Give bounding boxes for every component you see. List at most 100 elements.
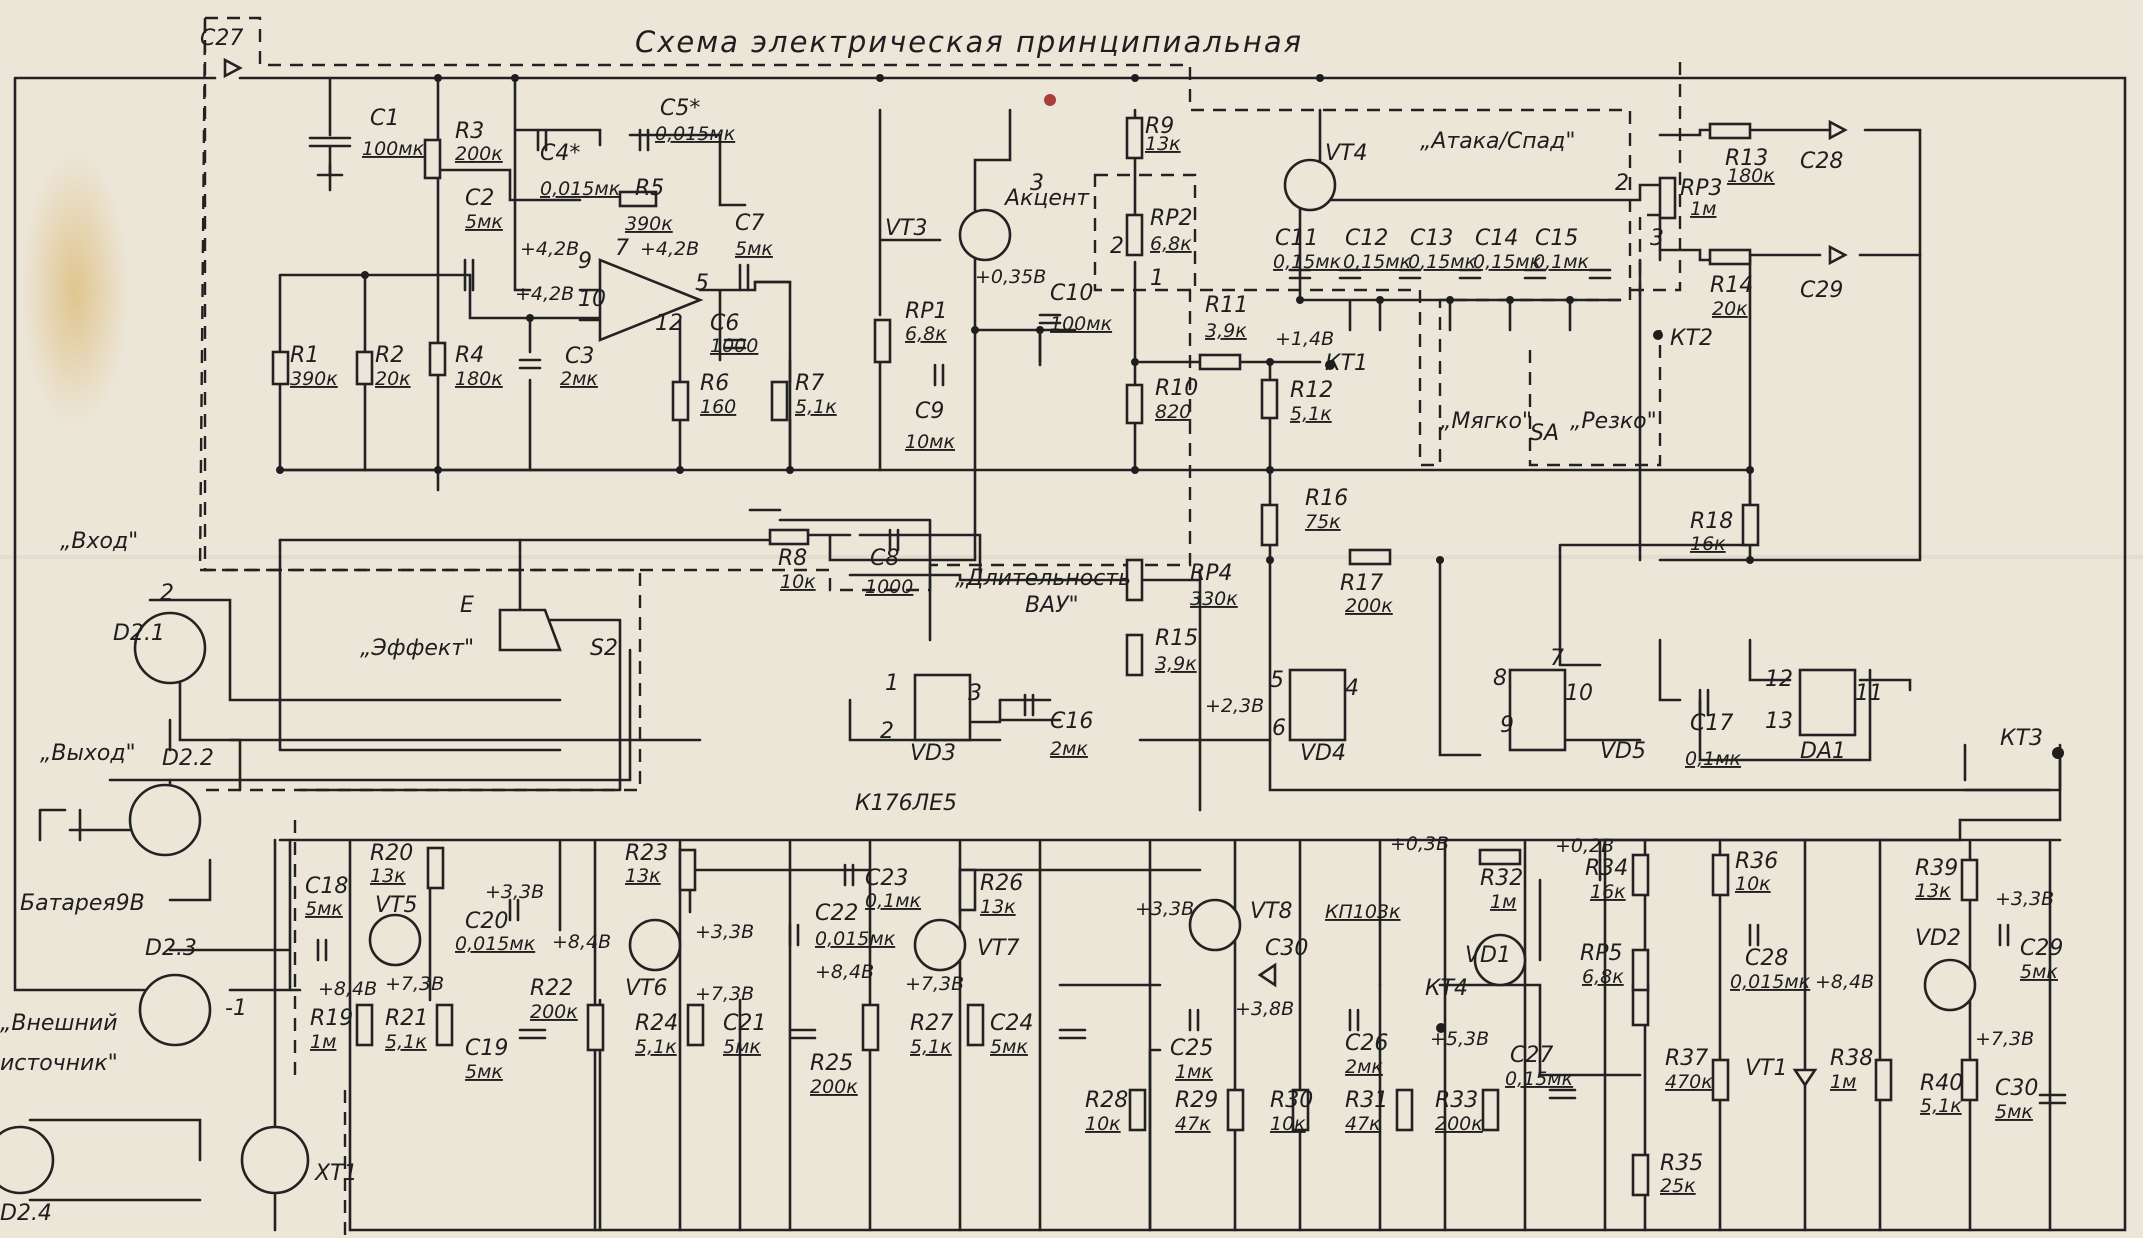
- vt1-body: [958, 208, 1012, 262]
- cid-r22: R22: [530, 976, 573, 1001]
- cid-c8: C8: [870, 546, 899, 571]
- cid-r2: R2: [375, 343, 404, 368]
- val-r33: 200к: [1435, 1113, 1483, 1135]
- val-vt6: КП103к: [1325, 901, 1401, 923]
- label-kt4: КТ4: [1425, 976, 1468, 1001]
- v-4-2a: +4,2В: [520, 238, 579, 260]
- v-3-8: +3,8В: [1235, 998, 1294, 1020]
- cid-c25: C25: [1170, 1036, 1213, 1061]
- v-8-4d: +8,4В: [1815, 971, 1874, 993]
- cid-xt2: D2.2: [162, 746, 214, 771]
- cid-d23: VD5: [1600, 739, 1646, 764]
- val-c18: 5мк: [305, 898, 343, 920]
- val-r30: 10к: [1270, 1113, 1306, 1135]
- cid-rp2: RP2: [1150, 206, 1193, 231]
- val-c7: 5мк: [735, 238, 773, 260]
- d23-body: [1508, 668, 1567, 752]
- ink-dot: [1044, 94, 1056, 106]
- cid-d22: VD4: [1300, 741, 1346, 766]
- cid-r40: R40: [1920, 1071, 1963, 1096]
- cid-c19: C19: [465, 1036, 508, 1061]
- cid-rp4: RP4: [1190, 561, 1233, 586]
- cid-r4: R4: [455, 343, 484, 368]
- val-r29: 47к: [1175, 1113, 1211, 1135]
- pin-numbers: 7 12 5 9 10 2 1 2 3 1 2 3 5 6 4 8 7 9 10…: [160, 171, 1883, 1021]
- paper-stain: [20, 150, 130, 430]
- cid-d24: DA1: [1800, 739, 1846, 764]
- vd5-body: [1792, 1068, 1818, 1088]
- val-c9: 10мк: [905, 431, 956, 453]
- val-c12: 0,15мк: [1343, 251, 1412, 273]
- cid-r11: R11: [1205, 293, 1248, 318]
- val-c20: 0,015мк: [455, 933, 536, 955]
- vt4-body: [628, 918, 682, 972]
- label-dlit2: ВАУ": [1025, 593, 1079, 618]
- resistor-bodies: [271, 116, 1979, 1197]
- cid-c10: C10: [1050, 281, 1093, 306]
- val-c5: 0,015мк: [655, 123, 736, 145]
- cid-c2: C2: [465, 186, 494, 211]
- text-labels: Схема электрическая принципиальная „Атак…: [0, 25, 2043, 1076]
- vt3-body: [368, 913, 422, 967]
- cid-c4: C4*: [540, 141, 580, 166]
- cid-xt5: XT1: [314, 1161, 358, 1186]
- val-r31: 47к: [1345, 1113, 1381, 1135]
- pin-9: 9: [578, 249, 592, 274]
- connectors: [0, 330, 2064, 1195]
- val-r26: 13к: [980, 896, 1016, 918]
- val-r1: 390к: [290, 368, 338, 390]
- cid-r37: R37: [1665, 1046, 1708, 1071]
- val-c3: 2мк: [560, 368, 598, 390]
- val-r3: 200к: [455, 143, 503, 165]
- cid-vd1: C27: [200, 26, 243, 51]
- outline-rp3-block: [1630, 62, 1682, 292]
- op-amp-da1: [598, 258, 704, 342]
- vt5-body: [913, 918, 967, 972]
- cid-r9: R9: [1145, 114, 1174, 139]
- cid-c1: C1: [370, 106, 399, 131]
- cid-r5: R5: [635, 176, 664, 201]
- pin-d23-10: 10: [1565, 681, 1593, 706]
- cid-vt2: VT4: [1325, 141, 1368, 166]
- val-r25: 200к: [810, 1076, 858, 1098]
- val-rp1: 6,8к: [905, 323, 947, 345]
- cid-r16: R16: [1305, 486, 1348, 511]
- val-r37: 470к: [1665, 1071, 1713, 1093]
- outline-rp2: [1093, 173, 1197, 292]
- cid-r17: R17: [1340, 571, 1383, 596]
- cid-vd5: VT1: [1745, 1056, 1788, 1081]
- cid-r21: R21: [385, 1006, 428, 1031]
- cid-rp5: RP5: [1580, 941, 1623, 966]
- val-c25: 1мк: [1175, 1061, 1213, 1083]
- val-r12: 5,1к: [1290, 403, 1332, 425]
- val-c24: 5мк: [990, 1036, 1028, 1058]
- junctions: [276, 74, 1754, 564]
- cid-xt1: D2.1: [113, 621, 165, 646]
- d22-body: [1288, 668, 1347, 742]
- cid-c15: C15: [1535, 226, 1578, 251]
- cid-vt7: VD1: [1465, 943, 1511, 968]
- label-vyhod: „Выход": [40, 741, 136, 766]
- val-r4: 180к: [455, 368, 503, 390]
- outline-left: [200, 18, 642, 792]
- cid-d21: VD3: [910, 741, 956, 766]
- cid-c29: C29: [2020, 936, 2063, 961]
- val-r27: 5,1к: [910, 1036, 952, 1058]
- cid-c18: C18: [305, 874, 348, 899]
- v-7-3c: +7,3В: [905, 973, 964, 995]
- cid-r27: R27: [910, 1011, 953, 1036]
- val-r10: 820: [1155, 401, 1191, 423]
- val-c26: 2мк: [1345, 1056, 1383, 1078]
- val-c27: 0,15мк: [1505, 1068, 1574, 1090]
- cid-vd4: C30: [1265, 936, 1308, 961]
- val-r40: 5,1к: [1920, 1095, 1962, 1117]
- cid-c27: C27: [1510, 1043, 1553, 1068]
- component-ids: C27 C1 R3 C4* C5* C2 R5 C7 VT3 3 R9 RP2 …: [0, 26, 2063, 1226]
- cid-akcent-rp2-pin: 3: [1030, 171, 1044, 196]
- v-4-2c: +4,2В: [640, 238, 699, 260]
- cid-r14: R14: [1710, 273, 1753, 298]
- pin-d21-3: 3: [968, 681, 982, 706]
- label-kt2: КТ2: [1670, 326, 1713, 351]
- cid-vt3: VT5: [375, 893, 418, 918]
